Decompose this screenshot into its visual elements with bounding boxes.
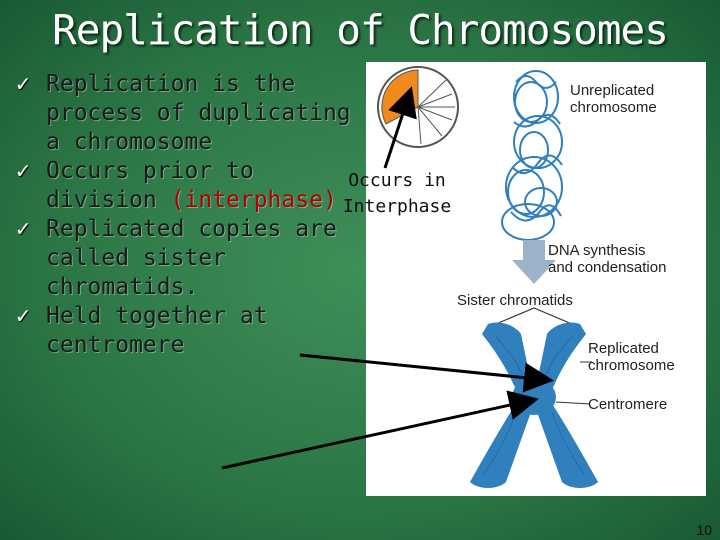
interphase-callout: Occurs in Interphase xyxy=(322,168,472,220)
chromosome-diagram: Unreplicated chromosome DNA synthesis an… xyxy=(366,62,706,496)
chromosome-diagram-art xyxy=(377,66,598,488)
process-label-line: and condensation xyxy=(548,259,667,276)
process-label: DNA synthesis and condensation xyxy=(548,242,666,276)
replicated-label: Replicated chromosome xyxy=(588,340,675,374)
unreplicated-label-line: Unreplicated xyxy=(570,82,655,99)
interphase-highlight: (interphase) xyxy=(170,187,337,213)
process-label-line: DNA synthesis xyxy=(548,242,646,259)
bullet-item: ✓ Replicated copies are called sister ch… xyxy=(14,215,374,302)
cell-cycle-pie-icon xyxy=(377,66,459,148)
bullet-text: Held together at centromere xyxy=(46,303,268,358)
unreplicated-label: Unreplicated chromosome xyxy=(570,82,657,116)
checkmark-icon: ✓ xyxy=(16,158,30,184)
bullet-item: ✓ Occurs prior to division (interphase) xyxy=(14,157,374,215)
bullet-item: ✓ Held together at centromere xyxy=(14,302,374,360)
replicated-label-line: Replicated xyxy=(588,340,659,357)
slide-title: Replication of Chromosomes xyxy=(52,6,669,54)
sister-chromatids-label: Sister chromatids xyxy=(457,292,573,309)
checkmark-icon: ✓ xyxy=(16,303,30,329)
bullet-text: Replication is the process of duplicatin… xyxy=(46,71,351,155)
centromere-label: Centromere xyxy=(588,396,668,413)
callout-line: Interphase xyxy=(342,196,452,217)
bullet-list: ✓ Replication is the process of duplicat… xyxy=(14,70,374,360)
checkmark-icon: ✓ xyxy=(16,71,30,97)
bullet-item: ✓ Replication is the process of duplicat… xyxy=(14,70,374,157)
bullet-text: Occurs prior to division xyxy=(46,158,254,213)
replicated-chromosome-icon xyxy=(470,322,598,488)
unreplicated-chromosome-icon xyxy=(501,70,563,241)
bullet-text: Replicated copies are called sister chro… xyxy=(46,216,337,300)
callout-line: Occurs in xyxy=(348,170,446,191)
replicated-label-line: chromosome xyxy=(588,357,675,374)
sister-bracket xyxy=(495,307,573,325)
process-arrow-icon xyxy=(512,240,556,284)
unreplicated-label-line: chromosome xyxy=(570,99,657,116)
checkmark-icon: ✓ xyxy=(16,216,30,242)
page-number: 10 xyxy=(696,522,712,538)
